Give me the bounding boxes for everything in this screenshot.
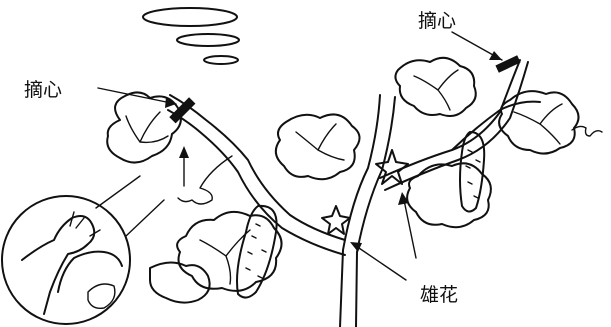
leaf-lower-left <box>176 210 283 292</box>
tendril-left <box>177 155 233 205</box>
detail-circle <box>1 195 131 325</box>
leaf-bottom-left <box>149 261 211 304</box>
male-flower-lower <box>321 205 351 235</box>
leaf-top-left <box>106 91 182 164</box>
cucumber-right <box>459 131 486 213</box>
pinch-mark-left <box>169 97 196 124</box>
branch-left <box>167 94 346 256</box>
leaf-lower-right <box>406 162 492 229</box>
label-pinch-right: 摘心 <box>418 10 456 32</box>
main-stem <box>339 94 396 327</box>
male-flower-upper <box>375 149 409 185</box>
leaf-middle <box>274 113 361 181</box>
arrow-pinch-left-up <box>179 146 189 187</box>
tendril-right <box>571 125 603 137</box>
leaf-upper-right <box>394 56 477 117</box>
arrow-male-flower-lower <box>350 242 407 281</box>
cucumber-left <box>236 204 278 299</box>
arrow-pinch-right <box>451 31 503 61</box>
label-pinch-left: 摘心 <box>24 79 62 101</box>
pinch-mark-right <box>495 55 521 73</box>
zoom-line-top <box>95 175 141 209</box>
leaf-far-right <box>498 90 580 155</box>
label-male-flower: 雄花 <box>420 284 458 306</box>
arrow-pinch-left <box>97 87 177 108</box>
arrow-male-flower-upper <box>398 192 417 259</box>
wind-swirl <box>142 7 240 65</box>
zoom-line-bottom <box>125 199 165 237</box>
